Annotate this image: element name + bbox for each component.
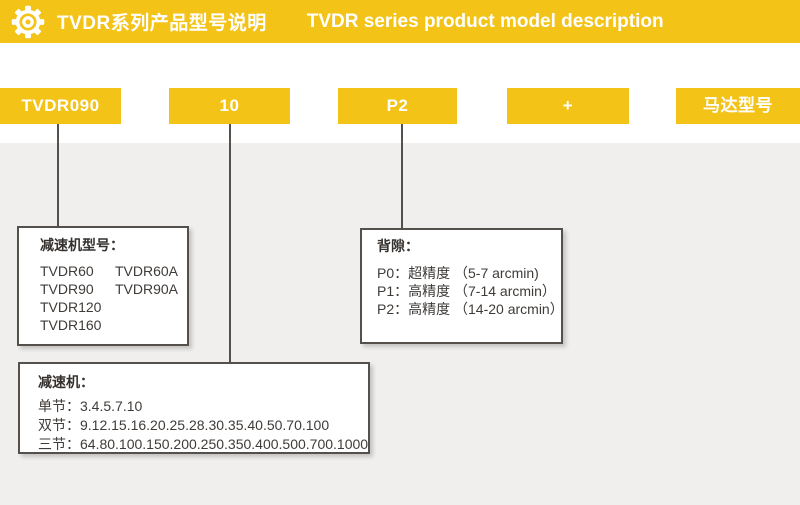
model-segment-motor-model: 马达型号 xyxy=(676,88,800,124)
box-backlash: 背隙： P0：超精度 （5-7 arcmin) P1：高精度 （7-14 arc… xyxy=(360,228,564,344)
model-value: TVDR60A xyxy=(115,263,179,279)
list-item: P0：超精度 （5-7 arcmin) xyxy=(377,265,539,281)
model-segment-ratio: 10 xyxy=(169,88,290,124)
model-value: TVDR60 xyxy=(40,263,94,279)
list-item: P1：高精度 （7-14 arcmin） xyxy=(377,283,556,299)
gear-icon xyxy=(11,5,45,38)
box-backlash-title: 背隙： xyxy=(377,238,419,254)
model-segment-gearbox-model: TVDR090 xyxy=(0,88,121,124)
header-bar: TVDR系列产品型号说明 TVDR series product model d… xyxy=(0,0,800,43)
model-value: TVDR90A xyxy=(115,281,179,297)
page-title-zh: TVDR系列产品型号说明 xyxy=(57,13,267,34)
list-item: TVDR60 TVDR60A xyxy=(40,262,187,280)
model-value: TVDR120 xyxy=(40,299,102,315)
box-gearbox-model-title: 减速机型号： xyxy=(40,237,124,253)
list-item: TVDR120 xyxy=(40,298,187,316)
box-gearbox-model: 减速机型号： TVDR60 TVDR60A TVDR90 TVDR90A TVD… xyxy=(17,226,189,346)
list-item: TVDR160 xyxy=(40,316,187,334)
connector-line-ratio xyxy=(229,124,231,363)
model-value: TVDR160 xyxy=(40,317,102,333)
page-title-en: TVDR series product model description xyxy=(306,10,664,32)
connector-line-gearbox-model xyxy=(57,124,59,227)
connector-line-backlash xyxy=(401,124,403,229)
list-item: 双节：9.12.15.16.20.25.28.30.35.40.50.70.10… xyxy=(38,417,330,433)
list-item: P2：高精度 （14-20 arcmin） xyxy=(377,301,564,317)
box-ratio-title: 减速机： xyxy=(38,374,94,390)
model-segment-backlash: P2 xyxy=(338,88,457,124)
model-value: TVDR90 xyxy=(40,281,94,297)
model-segment-plus: + xyxy=(507,88,629,124)
list-item: 三节：64.80.100.150.200.250.350.400.500.700… xyxy=(38,436,369,452)
list-item: TVDR90 TVDR90A xyxy=(40,280,187,298)
box-ratio: 减速机： 单节：3.4.5.7.10 双节：9.12.15.16.20.25.2… xyxy=(18,362,370,454)
list-item: 单节：3.4.5.7.10 xyxy=(38,398,143,414)
